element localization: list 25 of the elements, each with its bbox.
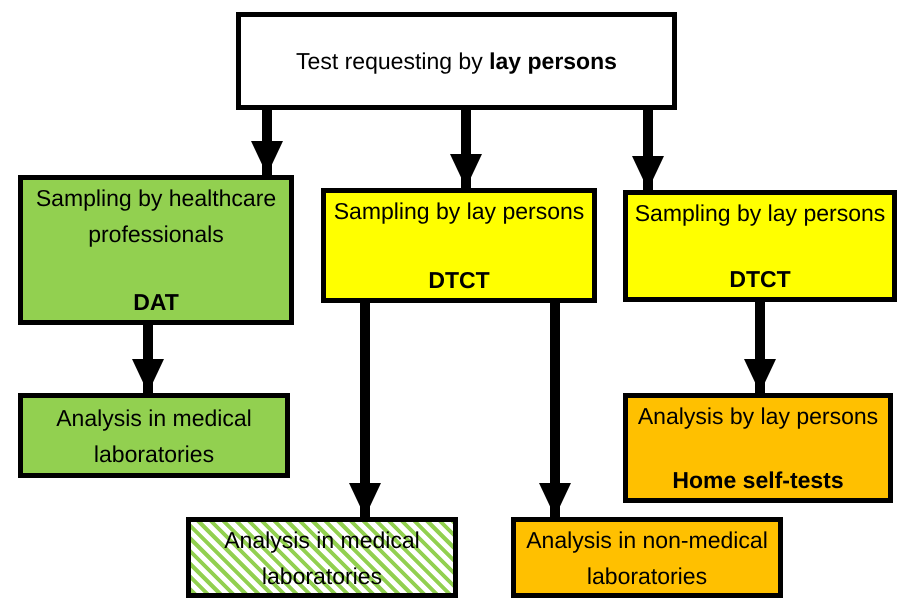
- arrow: [539, 303, 571, 517]
- arrow: [349, 303, 381, 517]
- arrow: [632, 110, 664, 190]
- box-category-label: DAT: [133, 288, 179, 317]
- box-text: Analysis in non-medical laboratories: [525, 526, 769, 591]
- box-text: Analysis by lay persons: [638, 402, 878, 431]
- box-category-label: Home self-tests: [672, 466, 844, 495]
- process-box: [623, 190, 897, 302]
- box-text: Analysis in medical laboratories: [55, 404, 253, 468]
- box-text: Sampling by lay persons: [334, 197, 584, 226]
- process-box: [623, 393, 893, 503]
- box-text: Test requesting by lay persons: [296, 47, 617, 76]
- process-box: [18, 175, 294, 325]
- box-category-label: DTCT: [428, 266, 490, 295]
- arrow: [132, 325, 164, 393]
- process-box: [236, 12, 677, 110]
- process-box: [321, 188, 597, 303]
- box-category-label: DTCT: [729, 265, 791, 294]
- arrow: [251, 110, 283, 175]
- arrow: [744, 302, 776, 393]
- box-text: Sampling by lay persons: [634, 199, 886, 228]
- process-box: [511, 517, 783, 598]
- process-box: [18, 393, 290, 478]
- box-text: Sampling by healthcare professionals: [34, 184, 278, 249]
- arrow: [450, 110, 482, 188]
